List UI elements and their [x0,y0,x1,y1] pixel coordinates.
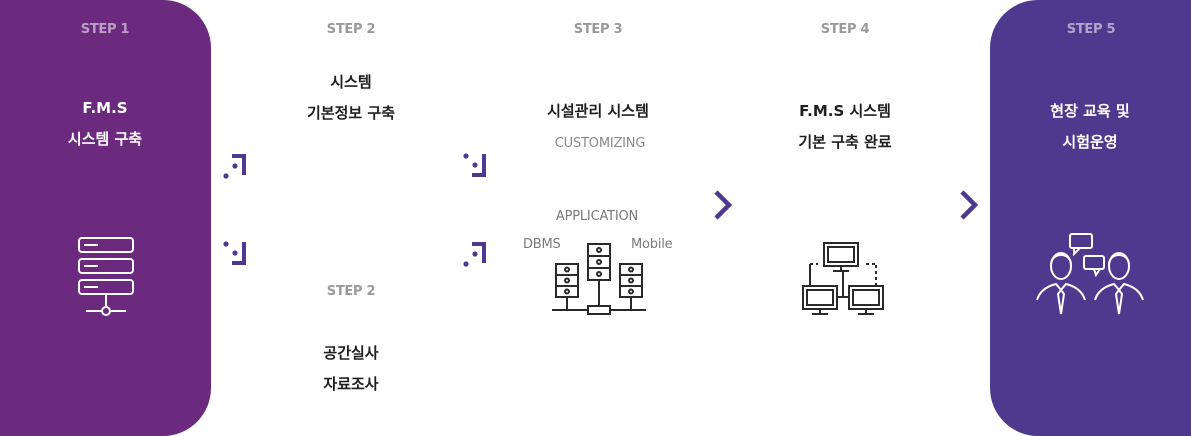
mobile-label: Mobile [631,237,673,252]
step2-top-title-line1: 시스템 [330,73,372,91]
merge-arrow-up-icon [463,242,486,267]
step2-top-label: STEP 2 [326,22,376,37]
step5-title: 현장 교육 및 시험운영 [1050,96,1129,158]
step1-card [0,0,211,436]
step2-bottom-title-line2: 자료조사 [323,375,379,393]
step5-card [990,0,1191,436]
application-label: APPLICATION [555,209,639,224]
step2-top-title: 시스템 기본정보 구축 [307,67,395,129]
step3-label: STEP 3 [573,22,623,37]
step4-title-line2: 기본 구축 완료 [798,133,892,151]
merge-arrow-down-icon [463,153,486,177]
step5-label: STEP 5 [1066,22,1116,37]
step4-title-line1: F.M.S 시스템 [799,102,891,120]
step4-label: STEP 4 [820,22,870,37]
step1-title-line2: 시스템 구축 [67,130,143,148]
computer-network-icon [802,242,884,315]
step1-label: STEP 1 [80,22,130,37]
servers-network-icon [552,243,646,315]
people-discussion-icon [1036,233,1144,315]
server-rack-icon [78,237,134,316]
step1-title-line1: F.M.S [82,99,128,117]
step5-title-line1: 현장 교육 및 [1050,102,1130,120]
step2-top-title-line2: 기본정보 구축 [306,104,396,122]
step2-bottom-title: 공간실사 자료조사 [323,338,378,400]
step4-title: F.M.S 시스템 기본 구축 완료 [798,96,891,158]
chevron-right-icon [714,190,733,220]
chevron-right-icon-2 [960,190,979,220]
step3-title: 시설관리 시스템 [547,96,649,127]
step5-title-line2: 시험운영 [1062,133,1118,151]
dbms-label: DBMS [523,237,561,252]
step2-bottom-title-line1: 공간실사 [323,344,379,362]
step1-title: F.M.S 시스템 구축 [68,93,142,155]
step3-title-line1: 시설관리 시스템 [547,102,649,120]
branch-arrow-up-icon [223,154,246,179]
branch-arrow-down-icon [223,241,246,265]
step3-subtitle: CUSTOMIZING [554,136,646,151]
step2-bottom-label: STEP 2 [326,284,376,299]
